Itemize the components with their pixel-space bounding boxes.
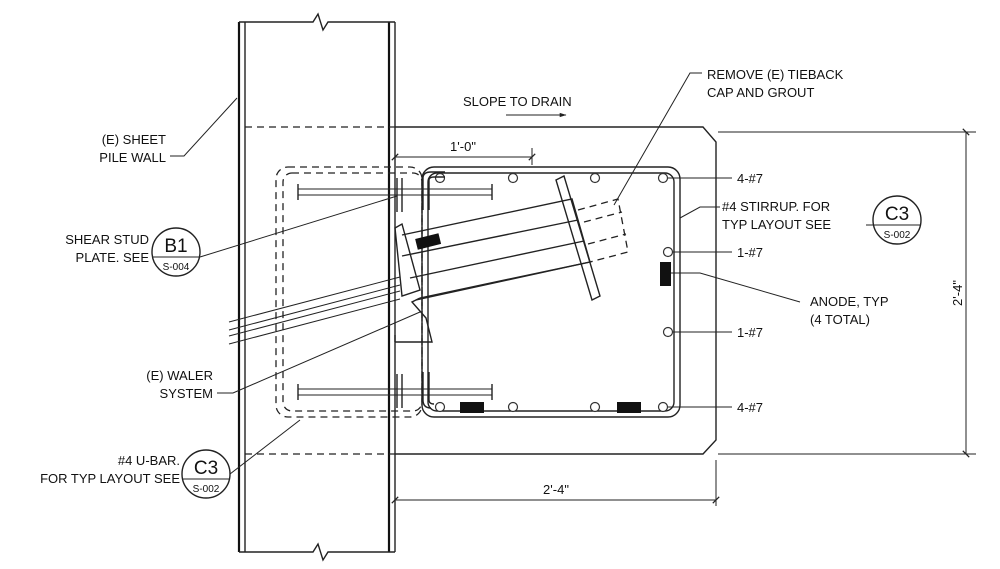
slope-label: SLOPE TO DRAIN bbox=[463, 94, 572, 109]
u-bar-line1: #4 U-BAR. bbox=[118, 453, 180, 468]
dimension-height-label: 2'-4" bbox=[950, 280, 965, 306]
waler-note: (E) WALER SYSTEM bbox=[146, 311, 421, 401]
anode-note: ANODE, TYP (4 TOTAL) bbox=[671, 272, 889, 327]
anodes bbox=[415, 233, 671, 413]
shear-stud-line1: SHEAR STUD bbox=[65, 232, 149, 247]
concrete-cap-outline bbox=[245, 126, 717, 455]
sheet-pile-line2: PILE WALL bbox=[99, 150, 166, 165]
waler-tieback bbox=[228, 175, 629, 345]
stirrup-note: #4 STIRRUP. FOR TYP LAYOUT SEE C3 S-002 bbox=[679, 195, 922, 245]
u-bar-note: #4 U-BAR. FOR TYP LAYOUT SEE C3 S-002 bbox=[40, 419, 301, 499]
slope-note: SLOPE TO DRAIN bbox=[463, 94, 572, 118]
sheet-pile-note: (E) SHEET PILE WALL bbox=[99, 97, 238, 165]
callout-c3-left-tag: C3 bbox=[194, 458, 218, 479]
anode-line1: ANODE, TYP bbox=[810, 294, 889, 309]
stirrup-line2: TYP LAYOUT SEE bbox=[722, 217, 831, 232]
remove-tieback-line2: CAP AND GROUT bbox=[707, 85, 814, 100]
waler-line2: SYSTEM bbox=[160, 386, 213, 401]
callout-c3-right-tag: C3 bbox=[885, 204, 909, 225]
dimension-top-label: 1'-0" bbox=[450, 139, 476, 154]
remove-tieback-line1: REMOVE (E) TIEBACK bbox=[707, 67, 844, 82]
dimension-height: 2'-4" bbox=[718, 128, 976, 458]
remove-tieback-note: REMOVE (E) TIEBACK CAP AND GROUT bbox=[613, 67, 844, 206]
rebar-mid-upper-label: 1-#7 bbox=[737, 245, 763, 260]
sheet-pile-wall bbox=[237, 12, 396, 562]
dimension-top: 1'-0" bbox=[391, 139, 536, 165]
rebar-top-label: 4-#7 bbox=[737, 171, 763, 186]
shear-stud-note: SHEAR STUD PLATE. SEE B1 S-004 bbox=[65, 195, 398, 277]
callout-c3-left: C3 S-002 bbox=[181, 449, 231, 499]
callout-b1-sheet: S-004 bbox=[163, 262, 190, 273]
dimension-bottom-label: 2'-4" bbox=[543, 482, 569, 497]
rebar-labels: 4-#7 1-#7 1-#7 4-#7 bbox=[668, 171, 763, 415]
stirrup-line1: #4 STIRRUP. FOR bbox=[722, 199, 830, 214]
rebar-bottom-label: 4-#7 bbox=[737, 400, 763, 415]
waler-line1: (E) WALER bbox=[146, 368, 213, 383]
callout-c3-right-sheet: S-002 bbox=[884, 230, 911, 241]
sheet-pile-line1: (E) SHEET bbox=[102, 132, 166, 147]
stirrup-cage bbox=[275, 166, 681, 418]
shear-stud-line2: PLATE. SEE bbox=[76, 250, 150, 265]
anode-line2: (4 TOTAL) bbox=[810, 312, 870, 327]
callout-c3-left-sheet: S-002 bbox=[193, 484, 220, 495]
rebar-mid-lower-label: 1-#7 bbox=[737, 325, 763, 340]
shear-studs bbox=[297, 171, 493, 409]
u-bar-line2: FOR TYP LAYOUT SEE bbox=[40, 471, 180, 486]
rebar-bars bbox=[434, 172, 674, 413]
callout-b1-tag: B1 bbox=[164, 236, 187, 257]
callout-b1: B1 S-004 bbox=[151, 227, 201, 277]
callout-c3-right: C3 S-002 bbox=[866, 195, 922, 245]
dimension-bottom: 2'-4" bbox=[391, 460, 720, 506]
